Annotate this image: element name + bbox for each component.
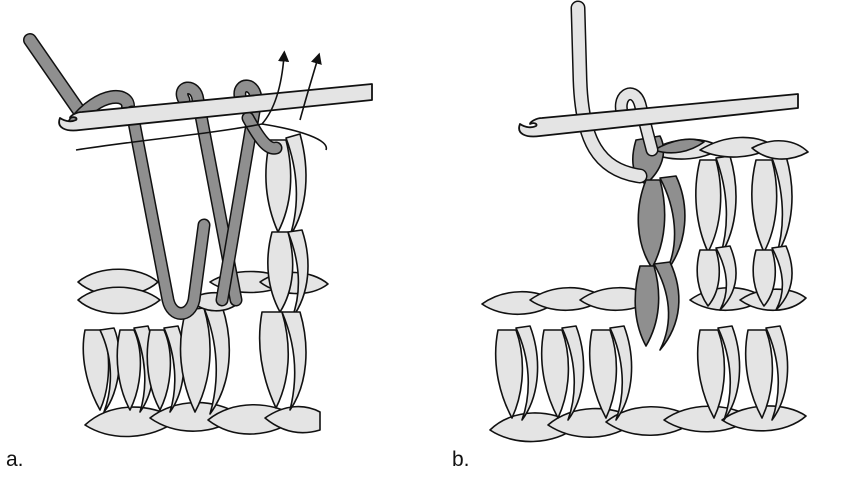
crochet-hook-icon [519,94,798,137]
panel-b [482,8,808,442]
panel-label-b: b. [452,448,470,472]
panel-label-a: a. [6,448,24,472]
panel-b-stitch-columns [496,326,788,420]
panel-a-stitch-columns-left [83,326,184,412]
crochet-hook-icon [59,84,372,131]
panel-a-finished-post [260,134,308,410]
panel-b-new-post [633,136,704,350]
panel-a-foundation-chain [85,403,320,437]
panel-a [30,40,372,436]
